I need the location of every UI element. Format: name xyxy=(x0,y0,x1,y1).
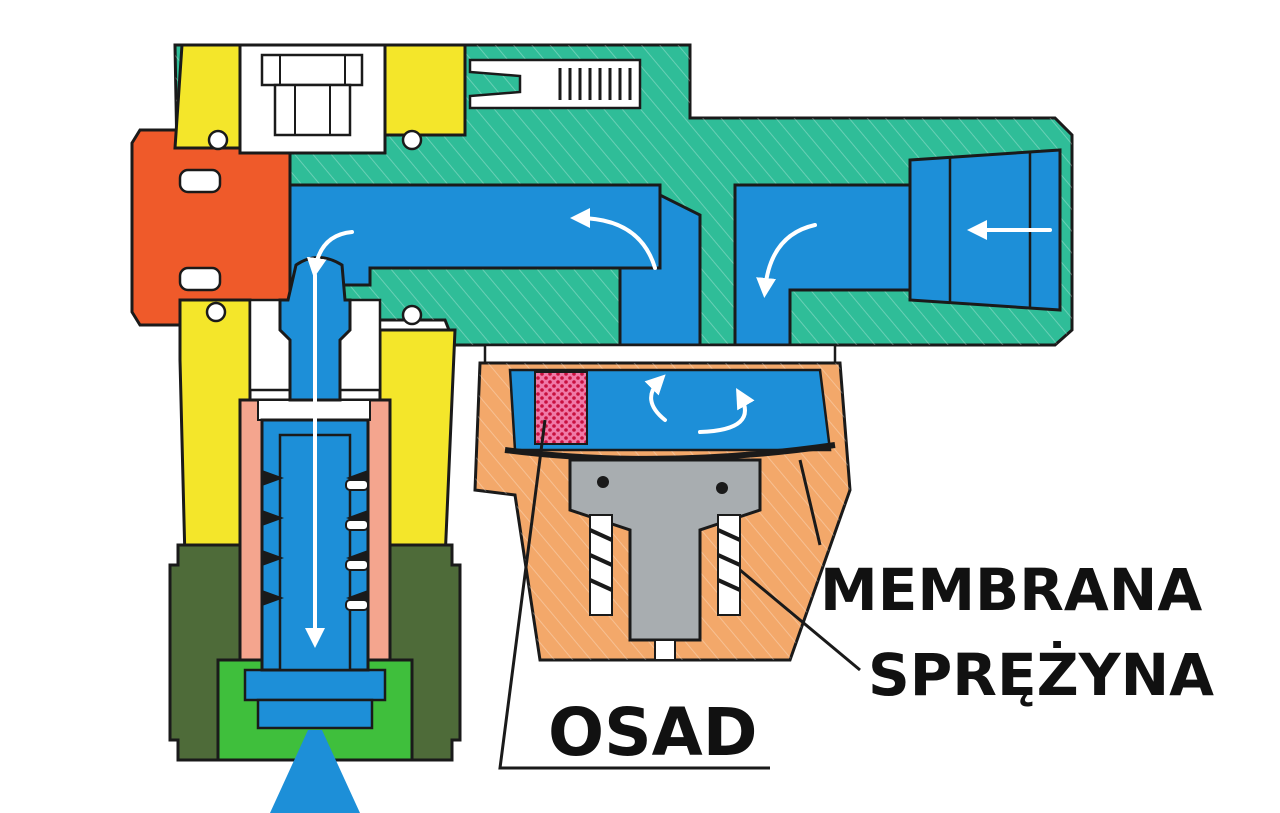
label-osad: OSAD xyxy=(548,694,758,771)
top-hex-nut xyxy=(207,43,423,155)
separator-plate xyxy=(483,343,837,365)
curved-flow-arrow-icon xyxy=(305,208,817,648)
spray-cone-icon xyxy=(270,730,360,813)
stem-spring xyxy=(262,470,369,611)
adjustment-screw xyxy=(468,58,642,110)
adjustment-nut xyxy=(130,128,292,327)
label-membrana: MEMBRANA xyxy=(820,556,1202,624)
label-sprezyna: SPRĘŻYNA xyxy=(868,640,1214,709)
callout-leaders xyxy=(498,419,861,770)
sediment-deposit xyxy=(534,371,588,445)
top-yellow-fitting xyxy=(173,43,467,150)
